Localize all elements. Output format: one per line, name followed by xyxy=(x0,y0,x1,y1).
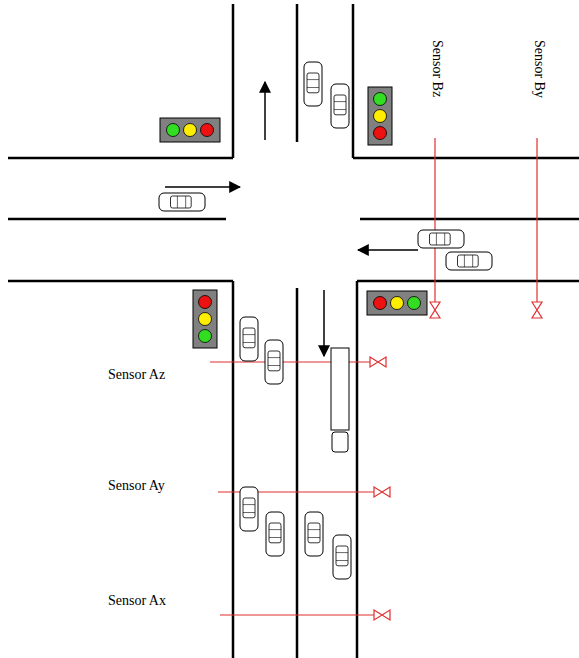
sensor-emitter xyxy=(430,302,440,318)
car xyxy=(304,62,322,106)
sensor-label: Sensor Ay xyxy=(108,479,165,493)
car xyxy=(331,84,349,128)
sensor-emitter xyxy=(532,302,542,318)
sensor-emitter xyxy=(374,487,390,497)
sensor-label: Sensor Az xyxy=(108,368,165,382)
sensor-label: Sensor Bz xyxy=(430,40,444,97)
sensor-emitter xyxy=(374,610,390,620)
car xyxy=(446,252,492,270)
car xyxy=(159,193,205,211)
sensor-label: Sensor By xyxy=(532,40,546,98)
traffic-light xyxy=(367,291,427,315)
car xyxy=(305,512,323,556)
traffic-light xyxy=(193,290,217,348)
car xyxy=(240,487,258,531)
car xyxy=(418,230,464,248)
car xyxy=(240,317,258,361)
traffic-lights xyxy=(160,87,427,348)
sensor-label: Sensor Ax xyxy=(108,594,166,608)
sensor-emitter xyxy=(370,357,386,367)
truck xyxy=(331,348,349,452)
car xyxy=(266,512,284,556)
sensor-emitters xyxy=(370,302,542,620)
vehicles xyxy=(159,62,492,579)
traffic-light xyxy=(160,118,220,142)
car xyxy=(333,535,351,579)
sensor-beams xyxy=(210,138,537,615)
traffic-light xyxy=(368,87,392,145)
car xyxy=(265,340,283,384)
road-edges xyxy=(8,4,579,658)
